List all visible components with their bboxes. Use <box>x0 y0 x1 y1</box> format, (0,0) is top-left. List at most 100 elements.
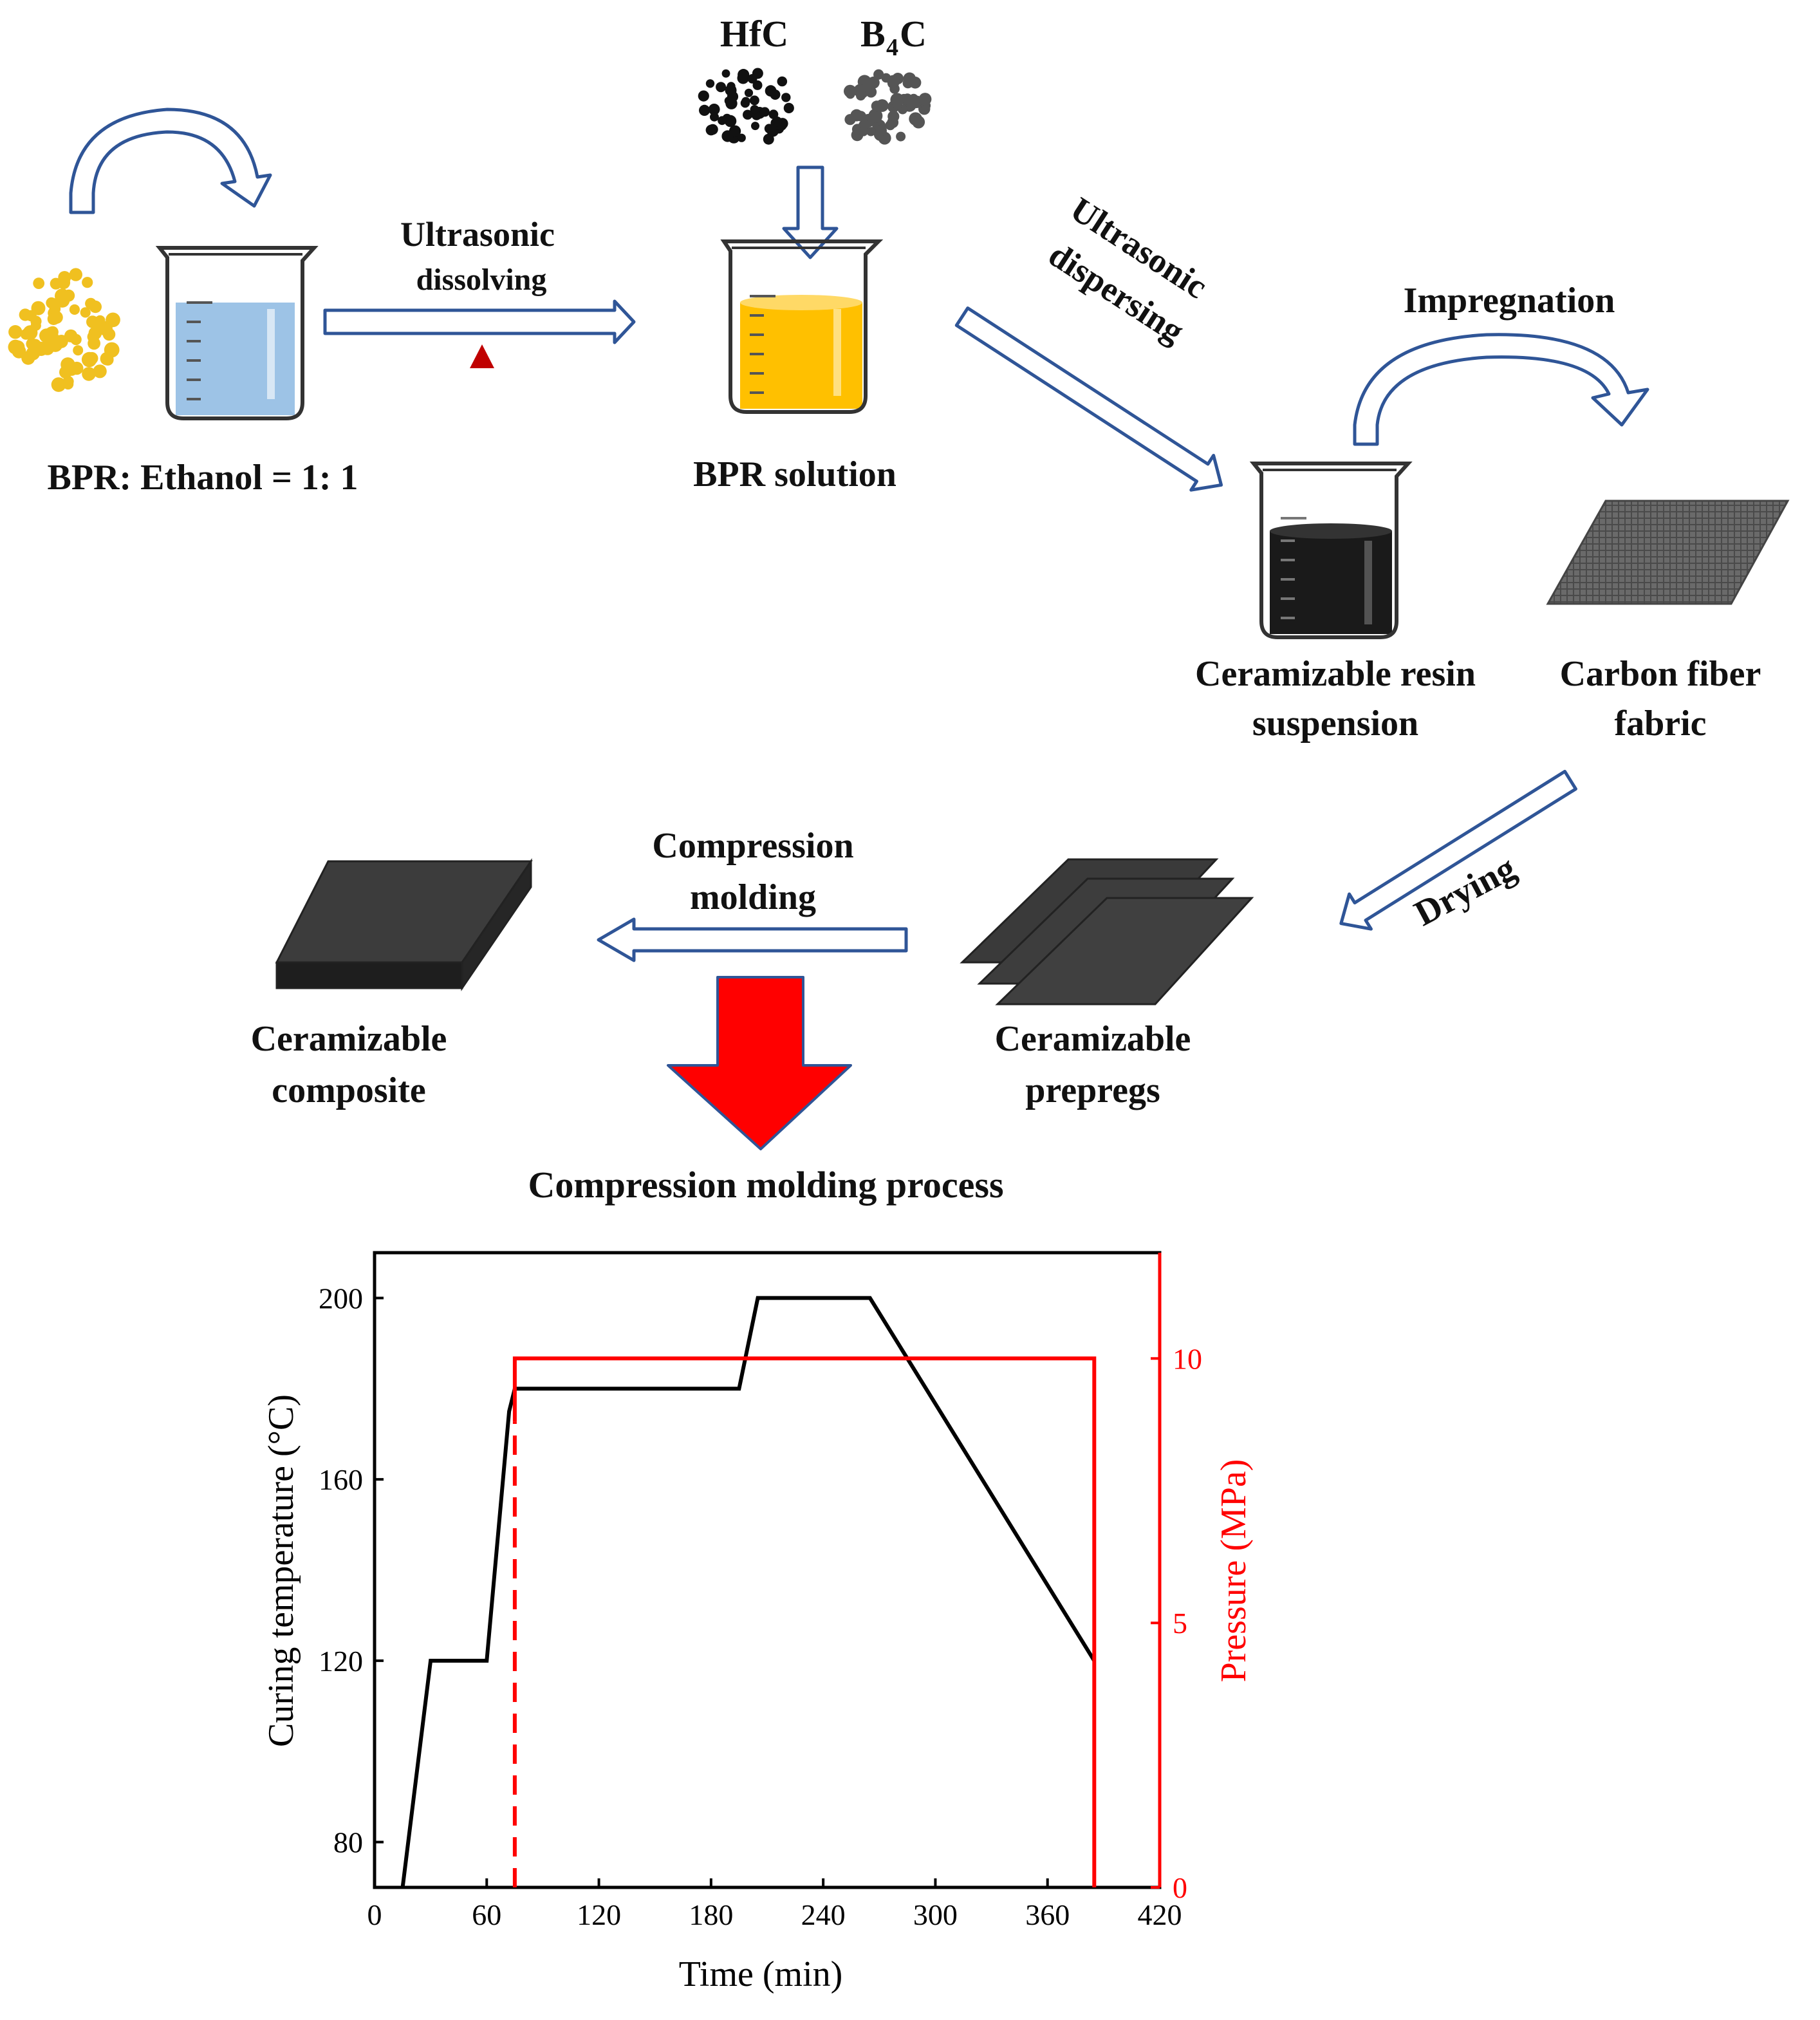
b4c-particle <box>887 75 900 88</box>
compression-arrow <box>597 917 908 962</box>
bpr-particle <box>88 337 101 350</box>
bpr-particle <box>73 345 84 356</box>
composite-label-2: composite <box>272 1071 426 1110</box>
y2-axis-title: Pressure (MPa) <box>1214 1459 1254 1683</box>
hfc-particle <box>770 89 781 100</box>
process-title: Compression molding process <box>528 1164 1003 1206</box>
hfc-particle <box>698 90 709 102</box>
hfc-label: HfC <box>720 13 788 55</box>
y-axis-title: Curing temperature (°C) <box>261 1394 301 1747</box>
bpr-particle <box>31 301 46 315</box>
bpr-particle <box>102 353 114 366</box>
impregnation-label: Impregnation <box>1404 281 1615 321</box>
compression-label-2: molding <box>690 877 816 917</box>
svg-text:4: 4 <box>886 34 898 61</box>
x-tick-label: 60 <box>472 1898 501 1931</box>
hfc-particle <box>721 130 734 142</box>
x-tick-label: 240 <box>801 1898 846 1931</box>
x-axis-title: Time (min) <box>679 1954 843 1994</box>
b4c-particle <box>869 109 883 123</box>
bpr-particle <box>69 268 82 281</box>
x-tick-label: 120 <box>577 1898 621 1931</box>
bpr-particle <box>30 320 41 331</box>
bpr-particle <box>80 307 91 318</box>
hfc-particle <box>716 82 727 93</box>
y-tick-label: 80 <box>333 1826 363 1859</box>
hfc-particles <box>698 68 794 145</box>
hfc-particle <box>699 104 710 116</box>
x-tick-label: 420 <box>1138 1898 1182 1931</box>
composite-label-1: Ceramizable <box>251 1019 447 1059</box>
hfc-particle <box>783 102 794 113</box>
temperature-series-0 <box>400 1296 1096 1887</box>
fabric-label-2: fabric <box>1614 704 1706 743</box>
svg-text:B: B <box>860 13 886 55</box>
hfc-particle <box>743 109 753 120</box>
b4c-particle <box>918 93 932 106</box>
b4c-particle <box>855 84 869 99</box>
heating-marker-icon <box>470 344 494 368</box>
b4c-particles <box>844 69 932 145</box>
b4c-particle <box>887 110 900 122</box>
bpr-particle <box>50 277 62 290</box>
hfc-particle <box>727 91 739 102</box>
hfc-particle <box>744 88 754 97</box>
b4c-particle <box>844 114 856 126</box>
bpr-particle <box>82 277 93 288</box>
suspension-beaker <box>1249 462 1413 639</box>
bpr-particle <box>60 357 75 372</box>
hfc-particle <box>724 115 737 127</box>
b4c-particle <box>859 127 868 136</box>
b4c-particle <box>875 124 887 136</box>
bpr-particle <box>8 325 23 339</box>
hfc-particle <box>752 80 763 90</box>
y-tick-label: 120 <box>319 1645 363 1678</box>
y-tick-label: 200 <box>319 1282 363 1314</box>
bpr-particle <box>100 323 112 334</box>
bpr-particle <box>89 300 102 313</box>
hfc-particle <box>738 69 750 81</box>
hfc-particle <box>763 133 774 145</box>
bpr-particle <box>55 288 70 304</box>
bpr-solution-label: BPR solution <box>693 454 896 494</box>
pressure-series-2 <box>512 1356 1097 1887</box>
hfc-particle <box>741 97 750 106</box>
bpr-particle <box>12 344 26 359</box>
hfc-particle <box>749 95 759 106</box>
hfc-particle <box>737 133 746 142</box>
y2-tick-label: 5 <box>1173 1607 1187 1640</box>
y2-tick-label: 10 <box>1173 1342 1202 1375</box>
suspension-label-2: suspension <box>1252 704 1418 743</box>
suspension-label-1: Ceramizable resin <box>1195 654 1476 694</box>
b4c-particle <box>912 115 925 129</box>
curved-transfer-arrow <box>69 108 272 214</box>
b4c-particle <box>905 95 920 109</box>
bpr-particle <box>33 277 45 289</box>
bpr-particle <box>26 346 41 360</box>
hfc-particle <box>751 122 759 131</box>
hfc-particle <box>772 117 783 127</box>
bpr-particle <box>93 364 107 379</box>
b4c-particle <box>866 127 876 136</box>
fabric-label-1: Carbon fiber <box>1560 654 1761 694</box>
x-tick-label: 360 <box>1025 1898 1070 1931</box>
bpr-particle <box>69 304 80 315</box>
bpr-particle <box>49 303 61 315</box>
bpr-particle <box>47 312 60 325</box>
b4c-particle <box>844 84 857 98</box>
hfc-particle <box>708 104 720 115</box>
hfc-particle <box>721 69 730 78</box>
hfc-particle <box>705 124 717 136</box>
hfc-particle <box>747 74 757 84</box>
ceramizable-composite <box>275 858 533 991</box>
bpr-particle <box>41 341 55 355</box>
carbon-fiber-fabric <box>1546 500 1790 605</box>
x-tick-label: 180 <box>689 1898 733 1931</box>
bpr-particle <box>70 333 82 346</box>
hfc-particle <box>764 124 774 134</box>
y-tick-label: 160 <box>319 1463 363 1496</box>
hfc-particle <box>710 112 719 122</box>
prepregs-label-1: Ceramizable <box>995 1019 1191 1059</box>
